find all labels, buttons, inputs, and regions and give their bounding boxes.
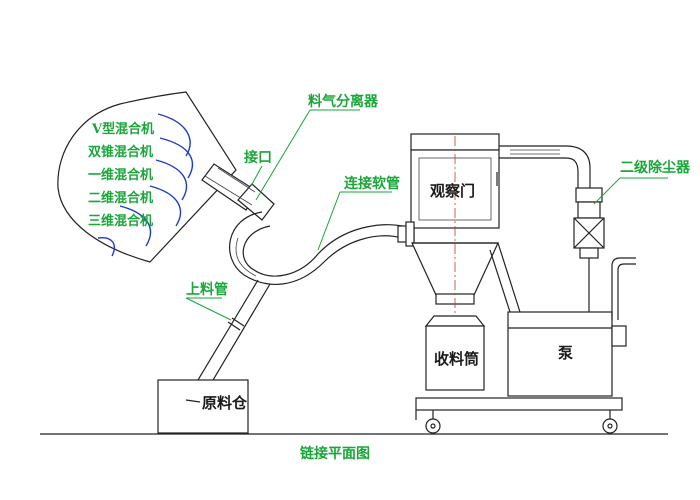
diagram-caption: 链接平面图 <box>300 445 370 462</box>
receiving-barrel <box>424 315 486 391</box>
pump-housing <box>507 311 627 397</box>
mixer-label-1d: 一维混合机 <box>88 167 153 183</box>
mixer-label-3d: 三维混合机 <box>88 213 153 229</box>
mixer-label-2d: 二维混合机 <box>88 190 153 206</box>
cyclone-unit <box>397 133 521 380</box>
mixer-label-v: V型混合机 <box>91 121 154 137</box>
secondary-dust-collector <box>499 145 605 312</box>
base-cart <box>415 257 636 434</box>
connecting-hose <box>229 211 403 285</box>
gas-material-separator <box>201 163 275 221</box>
label-feed-pipe: 上料管 <box>186 281 228 298</box>
leader-lines <box>185 109 668 321</box>
label-separator: 料气分离器 <box>308 93 379 110</box>
label-dust-collector: 二级除尘器 <box>620 159 691 176</box>
mixer-label-double-cone: 双锥混合机 <box>88 144 153 160</box>
raw-material-bin <box>157 379 249 434</box>
label-sight-door: 观察门 <box>430 182 475 200</box>
label-port: 接口 <box>244 149 272 166</box>
label-raw-bin: 原料仓 <box>202 394 248 412</box>
label-hose: 连接软管 <box>344 175 400 192</box>
label-receiver: 收料筒 <box>434 350 479 368</box>
label-pump: 泵 <box>558 344 573 362</box>
mixer: V型混合机 双锥混合机 一维混合机 二维混合机 三维混合机 <box>57 91 237 263</box>
